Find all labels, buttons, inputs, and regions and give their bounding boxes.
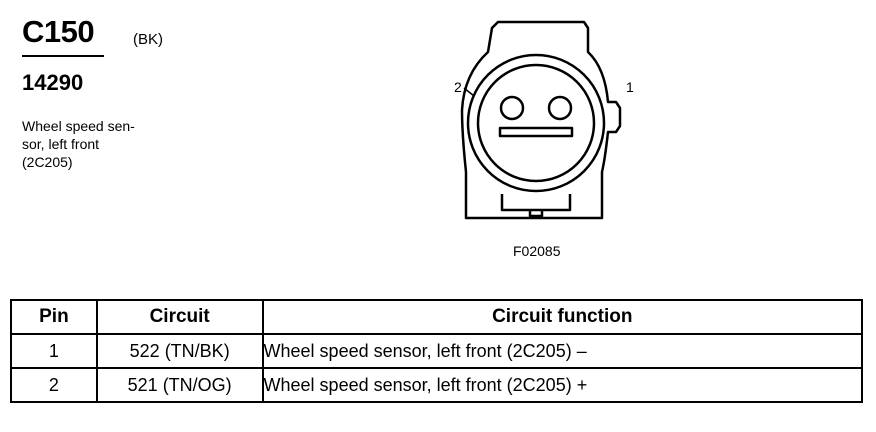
keying-bar	[498, 126, 574, 138]
table-header-row: Pin Circuit Circuit function	[10, 299, 864, 335]
pin-label-2-leader	[463, 87, 475, 97]
circuit-cell: 521 (TN/OG)	[95, 367, 264, 403]
table-row: 1 522 (TN/BK) Wheel speed sensor, left f…	[10, 333, 864, 369]
column-header-circuit: Circuit	[95, 299, 264, 335]
connector-description: Wheel speed sen- sor, left front (2C205)	[22, 117, 172, 171]
pinout-table: Pin Circuit Circuit function 1 522 (TN/B…	[10, 299, 864, 403]
circuit-function-cell: Wheel speed sensor, left front (2C205) –	[261, 333, 864, 369]
description-line: sor, left front	[22, 136, 100, 152]
pin-cell: 1	[10, 333, 98, 369]
terminal-cavity-1	[547, 95, 573, 121]
column-header-circuit-function: Circuit function	[261, 299, 864, 335]
connector-housing-outline	[460, 20, 622, 220]
connector-face-circle	[466, 53, 606, 193]
part-number: 14290	[22, 70, 84, 95]
connector-face-diagram: 2 1	[454, 20, 634, 220]
circuit-function-cell: Wheel speed sensor, left front (2C205) +	[261, 367, 864, 403]
connector-id: C150	[22, 14, 95, 49]
circuit-cell: 522 (TN/BK)	[95, 333, 264, 369]
pin-label-1: 1	[626, 79, 634, 95]
figure-id: F02085	[513, 243, 561, 259]
description-line: (2C205)	[22, 154, 73, 170]
pin-label-2: 2	[454, 79, 462, 95]
connector-id-underline	[22, 55, 104, 57]
description-line: Wheel speed sen-	[22, 118, 135, 134]
pin-cell: 2	[10, 367, 98, 403]
terminal-cavity-2	[499, 95, 525, 121]
column-header-pin: Pin	[10, 299, 98, 335]
locking-tab	[500, 194, 572, 212]
table-row: 2 521 (TN/OG) Wheel speed sensor, left f…	[10, 367, 864, 403]
connector-color-code: (BK)	[133, 31, 163, 48]
connector-face-inner-circle	[476, 63, 596, 183]
locking-tab-notch	[528, 210, 544, 218]
